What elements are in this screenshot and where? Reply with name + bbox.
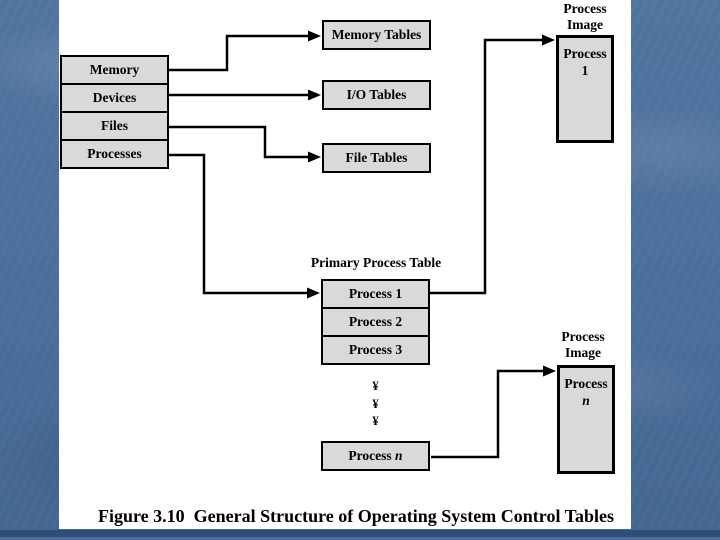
process-image-title-line2: Image — [565, 344, 601, 360]
control-table-box-devices: Devices — [60, 83, 169, 113]
control-table-box-files: Files — [60, 111, 169, 141]
process-row-label: Process 2 — [348, 314, 403, 329]
ellipsis-symbol: ¥ — [372, 414, 379, 428]
primary-table-row-processn: Process n — [321, 441, 430, 471]
ellipsis-symbols: ¥ ¥ ¥ — [321, 378, 430, 431]
primary-table-row-process3: Process 3 — [321, 335, 430, 365]
io-tables-label: I/O Tables — [346, 87, 407, 102]
process-row-label: Process 1 — [348, 286, 403, 301]
control-table-box-processes: Processes — [60, 139, 169, 169]
process-image-bottom-title: Process Image — [543, 329, 623, 360]
background-bottom-band-light — [0, 537, 720, 540]
process-image-bottom-box: Process n — [557, 365, 615, 474]
process-image-box-line2: 1 — [581, 63, 589, 78]
memory-tables-label: Memory Tables — [331, 27, 422, 42]
background-bottom-band — [0, 530, 720, 537]
control-table-label: Processes — [87, 146, 142, 161]
process-row-label: Process 3 — [348, 342, 403, 357]
process-n-prefix: Process — [348, 448, 396, 463]
process-image-box-line1: Process — [564, 376, 608, 391]
control-table-label: Memory — [89, 62, 140, 77]
file-tables-label: File Tables — [345, 150, 408, 165]
process-image-title-line2: Image — [567, 16, 603, 32]
control-table-box-memory: Memory — [60, 55, 169, 85]
process-image-title-line1: Process — [563, 1, 607, 16]
ellipsis-symbol: ¥ — [372, 379, 379, 393]
process-image-title-line1: Process — [561, 329, 605, 344]
process-n-label: Process n — [348, 448, 402, 464]
process-image-top-title: Process Image — [545, 1, 625, 32]
process-image-top-box: Process 1 — [556, 35, 614, 143]
primary-process-table-title: Primary Process Table — [310, 255, 442, 270]
file-tables-box: File Tables — [322, 143, 431, 173]
process-image-box-line1: Process — [563, 46, 607, 61]
control-table-label: Devices — [92, 90, 137, 105]
process-image-box-line2: n — [582, 393, 590, 408]
io-tables-box: I/O Tables — [322, 80, 431, 110]
primary-table-row-process2: Process 2 — [321, 307, 430, 337]
figure-caption: Figure 3.10 General Structure of Operati… — [98, 506, 614, 526]
primary-table-row-process1: Process 1 — [321, 279, 430, 309]
memory-tables-box: Memory Tables — [322, 20, 431, 50]
ellipsis-symbol: ¥ — [372, 396, 379, 411]
control-table-label: Files — [101, 118, 128, 133]
process-n-italic: n — [395, 448, 403, 463]
